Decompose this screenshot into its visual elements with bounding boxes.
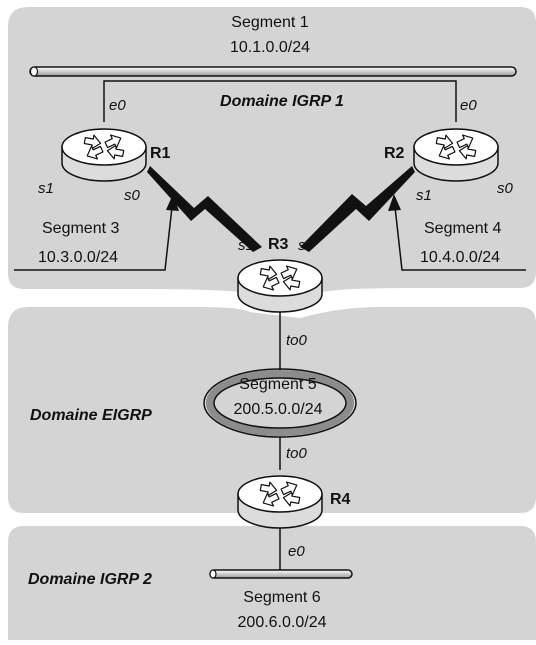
segment-6-network: 200.6.0.0/24 — [238, 614, 327, 631]
segment-1-drops — [103, 80, 457, 122]
segment-3-network: 10.3.0.0/24 — [38, 249, 118, 266]
igrp1-domain-label: Domaine IGRP 1 — [220, 93, 344, 110]
r1-s1-label: s1 — [38, 180, 54, 197]
segment-4-pointer — [388, 194, 526, 271]
segment-4-label: Segment 4 — [424, 220, 501, 237]
r1-e0-label: e0 — [109, 97, 126, 114]
segment-4-network: 10.4.0.0/24 — [420, 249, 500, 266]
segment-5-network: 200.5.0.0/24 — [234, 401, 323, 418]
router-r3-label: R3 — [268, 236, 289, 253]
router-icon — [237, 475, 323, 529]
r4-to0-label: to0 — [286, 445, 308, 462]
r2-s1-label: s1 — [416, 187, 432, 204]
r2-e0-label: e0 — [460, 97, 477, 114]
segment-6-label: Segment 6 — [243, 589, 320, 606]
router-icon — [61, 128, 147, 182]
segment-5-token-ring — [203, 368, 357, 438]
r3-to0-label: to0 — [286, 332, 308, 349]
router-r1-label: R1 — [150, 145, 171, 162]
igrp2-domain-label: Domaine IGRP 2 — [28, 571, 152, 588]
eigrp-domain-label: Domaine EIGRP — [30, 407, 152, 424]
router-r1 — [61, 128, 147, 182]
router-r3 — [237, 259, 323, 313]
serial-link-r1-r3 — [147, 166, 262, 252]
router-r4-label: R4 — [330, 491, 351, 508]
router-icon — [237, 259, 323, 313]
r3-s1-label: s1 — [238, 237, 254, 254]
r3-s0-label: s0 — [298, 237, 315, 254]
router-r2-label: R2 — [384, 145, 405, 162]
segment-1-label: Segment 1 — [231, 14, 308, 31]
router-r4 — [237, 475, 323, 529]
segment-3-label: Segment 3 — [42, 220, 119, 237]
router-icon — [413, 128, 499, 182]
segment-1-ethernet-bus — [29, 66, 517, 77]
r2-s0-label: s0 — [497, 180, 514, 197]
igrp2-domain-region — [8, 526, 536, 640]
segment-1-network: 10.1.0.0/24 — [230, 39, 310, 56]
serial-link-r2-r3 — [300, 166, 415, 252]
r1-s0-label: s0 — [124, 187, 141, 204]
segment-3-pointer — [14, 194, 179, 271]
r4-e0-label: e0 — [288, 543, 305, 560]
segment-5-label: Segment 5 — [239, 376, 316, 393]
segment-6-ethernet-bus — [209, 569, 353, 579]
router-r2 — [413, 128, 499, 182]
